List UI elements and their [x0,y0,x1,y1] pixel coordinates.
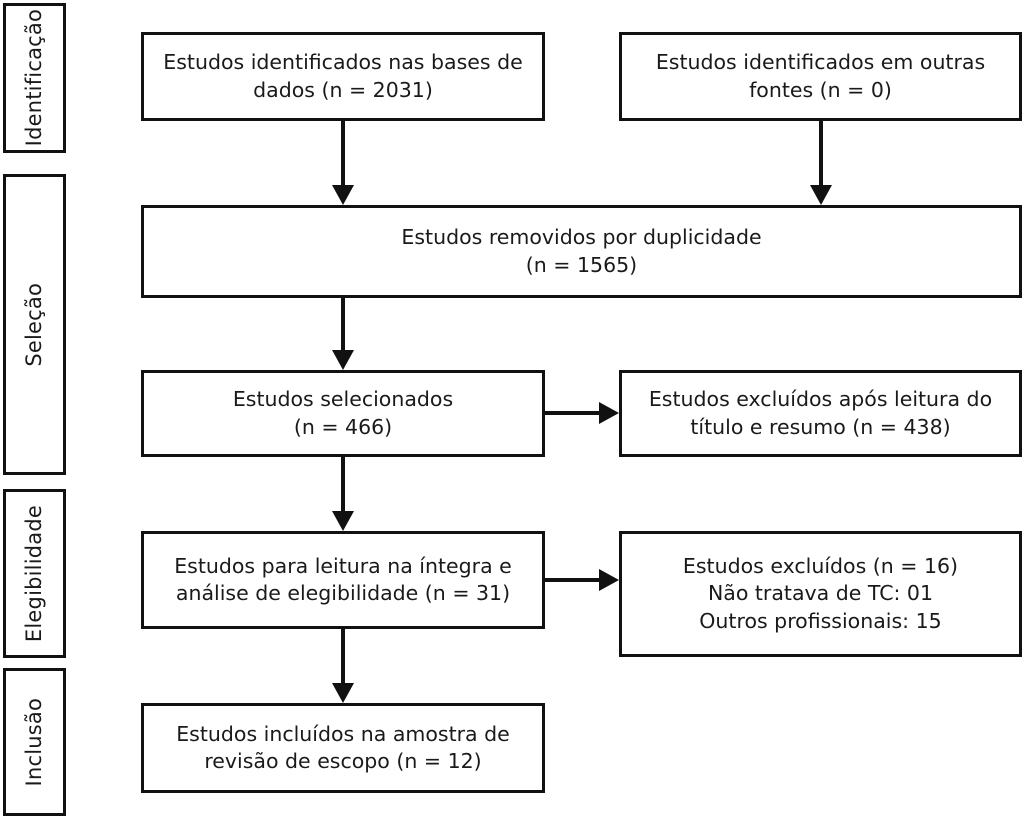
arrow-head [332,185,354,205]
node-other-sources: Estudos identificados em outras fontes (… [619,32,1022,121]
node-excluded-full-text: Estudos excluídos (n = 16) Não tratava d… [619,531,1022,657]
stage-label-identificacao: Identificação [22,9,46,147]
arrow-shaft [819,121,823,185]
arrow-screened-to-excluded-title-abstract [545,402,619,424]
node-screened-text: Estudos selecionados (n = 466) [232,387,454,439]
arrow-full-text-to-included [332,629,354,703]
stage-label-elegibilidade: Elegibilidade [22,504,46,643]
arrow-other-sources-to-duplicates [810,121,832,205]
node-included: Estudos incluídos na amostra de revisão … [141,703,545,793]
arrow-shaft [545,411,599,415]
stage-inclusao: Inclusão [3,668,66,816]
node-excluded-full-text-text: Estudos excluídos (n = 16) Não tratava d… [682,554,959,633]
arrow-head [810,185,832,205]
stage-identificacao: Identificação [3,3,66,153]
arrow-head [332,511,354,531]
arrow-head [332,683,354,703]
node-full-text-assessed: Estudos para leitura na íntegra e anális… [141,531,545,629]
arrow-shaft [341,121,345,185]
arrow-screened-to-full-text [332,457,354,531]
arrow-full-text-to-excluded-full-text [545,569,619,591]
node-duplicates-removed-text: Estudos removidos por duplicidade (n = 1… [401,225,762,277]
node-excluded-title-abstract: Estudos excluídos após leitura do título… [619,370,1022,457]
arrow-shaft [341,457,345,511]
node-databases-text: Estudos identificados nas bases de dados… [163,50,523,102]
stage-selecao: Seleção [3,174,66,475]
arrow-head [332,350,354,370]
arrow-head [599,569,619,591]
arrow-shaft [341,629,345,683]
stage-label-inclusao: Inclusão [22,697,46,787]
stage-label-selecao: Seleção [22,282,46,367]
node-other-sources-text: Estudos identificados em outras fontes (… [655,50,986,102]
arrow-shaft [341,298,345,350]
arrow-head [599,402,619,424]
arrow-shaft [545,578,599,582]
node-included-text: Estudos incluídos na amostra de revisão … [176,721,510,773]
arrow-databases-to-duplicates [332,121,354,205]
node-screened: Estudos selecionados (n = 466) [141,370,545,457]
node-excluded-title-abstract-text: Estudos excluídos após leitura do título… [648,387,993,439]
stage-elegibilidade: Elegibilidade [3,489,66,658]
arrow-duplicates-to-screened [332,298,354,370]
node-duplicates-removed: Estudos removidos por duplicidade (n = 1… [141,205,1022,298]
node-full-text-assessed-text: Estudos para leitura na íntegra e anális… [174,553,512,605]
node-databases: Estudos identificados nas bases de dados… [141,32,545,121]
